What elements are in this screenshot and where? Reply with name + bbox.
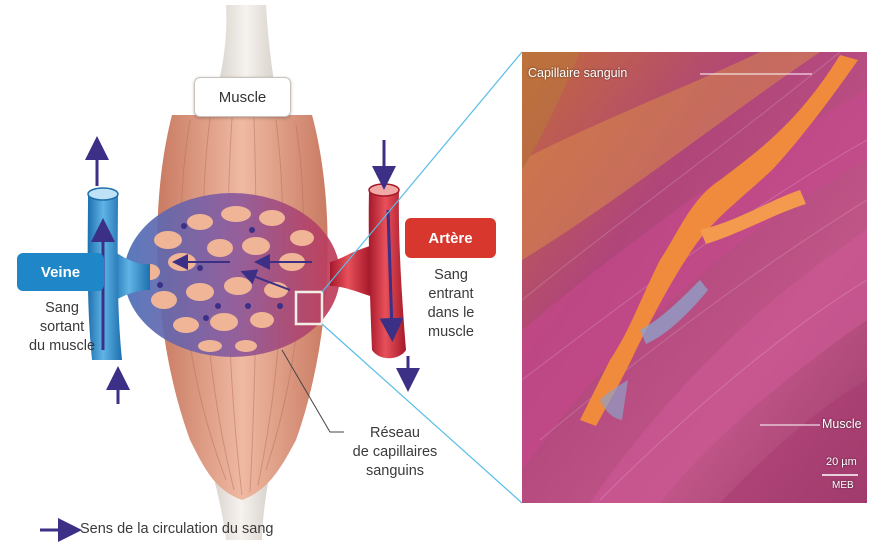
microscopy-technique: MEB xyxy=(832,480,854,491)
muscle-label: Muscle xyxy=(194,77,291,117)
micrograph xyxy=(522,52,867,503)
scale-bar-label: 20 µm xyxy=(826,456,857,468)
vein-opening xyxy=(88,188,118,200)
artere-description: Sang entrant dans le muscle xyxy=(410,266,492,342)
reseau-label: Réseau de capillaires sanguins xyxy=(340,424,450,481)
veine-description: Sang sortant du muscle xyxy=(14,299,110,356)
veine-label: Veine xyxy=(17,253,104,291)
photo-muscle-label: Muscle xyxy=(822,417,862,431)
legend-text: Sens de la circulation du sang xyxy=(80,521,273,537)
photo-capillaire-label: Capillaire sanguin xyxy=(528,66,627,80)
artere-label: Artère xyxy=(405,218,496,258)
artery-opening xyxy=(369,184,399,196)
